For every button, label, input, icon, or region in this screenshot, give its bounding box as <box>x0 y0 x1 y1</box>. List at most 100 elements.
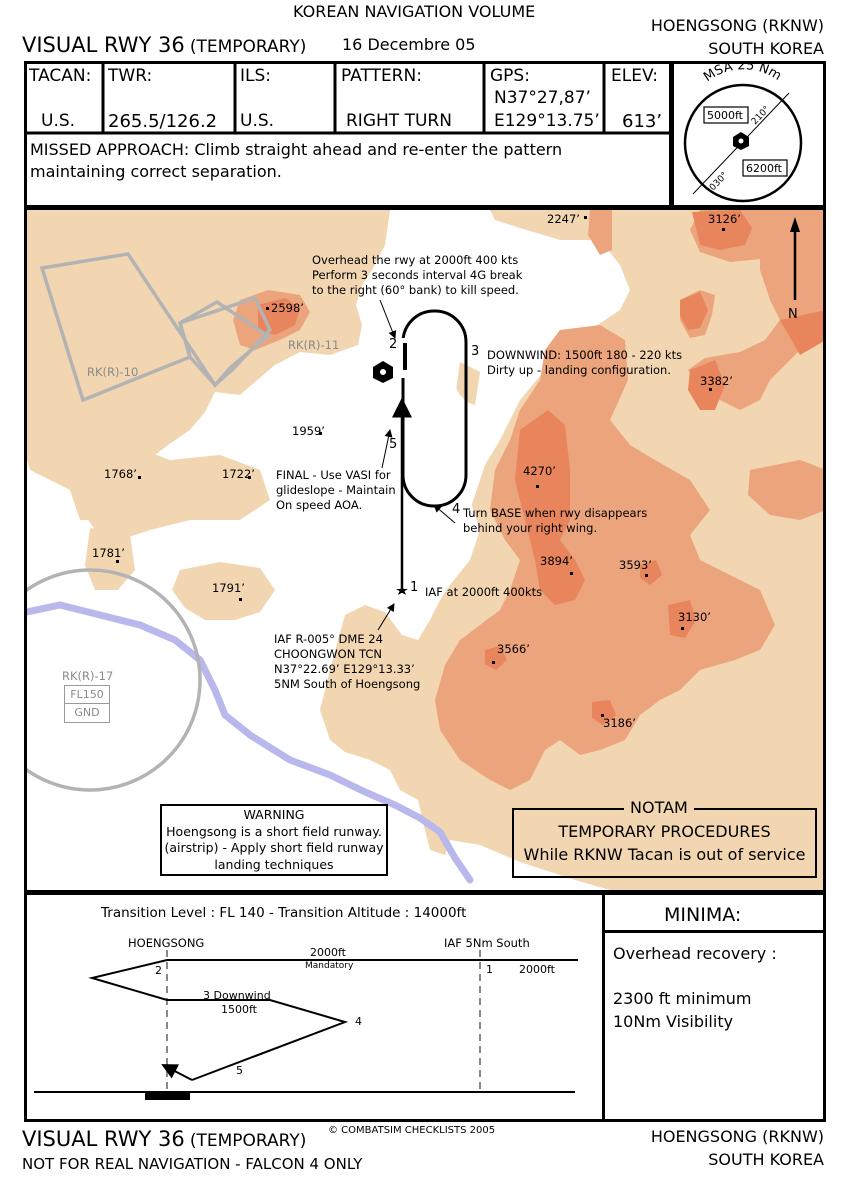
notam-box: TEMPORARY PROCEDURES While RKNW Tacan is… <box>512 808 817 878</box>
final-note: FINAL - Use VASI for glideslope - Mainta… <box>276 468 396 513</box>
point-5: 5 <box>389 437 398 452</box>
transition-info: Transition Level : FL 140 - Transition A… <box>101 905 467 921</box>
point-3: 3 <box>471 344 480 359</box>
profile-box <box>24 892 606 1122</box>
twr-label: TWR: <box>108 66 153 86</box>
overhead-note-line3: to the right (60° bank) to kill speed. <box>312 283 519 297</box>
elevation-label: 1791’ <box>212 581 245 595</box>
iaf-star-icon <box>396 585 408 595</box>
footer-title-main: VISUAL RWY 36 <box>22 1127 185 1151</box>
elevation-label: 1781’ <box>92 546 125 560</box>
base-callout-arrow <box>433 504 456 524</box>
elevation-label: 3130’ <box>678 610 711 624</box>
msa-alt-5000: 5000ft <box>707 109 744 122</box>
gps-longitude: E129°13.75’ <box>494 111 600 131</box>
profile-alt-1500: 1500ft <box>221 1003 257 1016</box>
profile-alt-2000-b: 2000ft <box>519 963 555 976</box>
ils-value: U.S. <box>240 111 275 131</box>
profile-alt-2000: 2000ft <box>310 946 346 959</box>
airspace-fl-bottom: GND <box>74 706 100 719</box>
overhead-note-line2: Perform 3 seconds interval 4G break <box>312 268 523 282</box>
point-4: 4 <box>452 502 461 517</box>
airspace-rk-r-10: RK(R)-10 <box>87 365 139 379</box>
map-frame <box>24 207 826 893</box>
iaf-definition: IAF R-005° DME 24 CHOONGWON TCN N37°22.6… <box>274 632 420 692</box>
profile-iaf: IAF 5Nm South <box>444 936 530 950</box>
elevation-label: 3894’ <box>540 554 573 568</box>
profile-point-1: 1 <box>486 963 493 976</box>
elevation-label: 3593’ <box>619 558 652 572</box>
profile-path <box>88 959 578 1081</box>
point-2: 2 <box>389 337 398 352</box>
warning-line3: landing techniques <box>214 856 334 872</box>
profile-downwind: 3 Downwind <box>203 989 271 1002</box>
warning-line2: (airstrip) - Apply short field runway <box>164 840 384 855</box>
north-label: N <box>788 307 798 322</box>
restricted-areas <box>27 252 273 792</box>
msa-alt-6200: 6200ft <box>746 162 783 175</box>
elevation-label: 1768’ <box>104 467 137 481</box>
profile-mandatory: Mandatory <box>305 961 354 971</box>
pattern-value: RIGHT TURN <box>346 111 452 131</box>
minima-visibility: 10Nm Visibility <box>613 1012 734 1031</box>
footer-country: SOUTH KOREA <box>708 1150 824 1169</box>
notam-line1: TEMPORARY PROCEDURES <box>558 822 771 841</box>
minima-divider <box>603 930 825 933</box>
point-1: 1 <box>410 580 419 595</box>
downwind-note: DOWNWIND: 1500ft 180 - 220 kts Dirty up … <box>487 348 682 378</box>
downwind-note-line1: DOWNWIND: 1500ft 180 - 220 kts <box>487 348 683 362</box>
base-note-line1: Turn BASE when rwy disappears <box>463 506 648 520</box>
iaf-def-line1: IAF R-005° DME 24 <box>274 632 383 646</box>
elevation-label: 4270’ <box>523 464 556 478</box>
minima-title: MINIMA: <box>664 904 742 926</box>
iaf-def-line3: N37°22.69’ E129°13.33’ <box>274 662 415 676</box>
elevation-label: 3126’ <box>708 212 741 226</box>
elevation-label: 3382’ <box>700 374 733 388</box>
elevation-label: 3186’ <box>603 716 636 730</box>
base-note-line2: behind your right wing. <box>463 521 598 535</box>
footer-title-suffix: (TEMPORARY) <box>189 1131 307 1151</box>
footer-airport: HOENGSONG (RKNW) <box>650 1127 824 1146</box>
profile-final-arrow <box>161 1064 193 1081</box>
elev-label: ELEV: <box>611 66 658 86</box>
chart-date: 16 Decembre 05 <box>342 35 476 54</box>
downwind-note-line2: Dirty up - landing configuration. <box>487 363 672 377</box>
final-note-line2: glideslope - Maintain <box>276 483 396 497</box>
airspace-rk-r-17: RK(R)-17 <box>62 669 114 683</box>
disclaimer: NOT FOR REAL NAVIGATION - FALCON 4 ONLY <box>22 1155 363 1173</box>
final-callout-arrow <box>381 429 393 469</box>
final-note-line1: FINAL - Use VASI for <box>276 468 391 482</box>
profile-hoengsong: HOENGSONG <box>128 936 205 950</box>
profile-runway <box>145 1092 190 1100</box>
base-note: Turn BASE when rwy disappears behind you… <box>463 506 647 536</box>
chart-title-main: VISUAL RWY 36 <box>22 33 185 57</box>
profile-point-4: 4 <box>355 1015 362 1028</box>
missed-approach: MISSED APPROACH: Climb straight ahead an… <box>30 140 563 181</box>
minima-altitude: 2300 ft minimum <box>613 989 752 1008</box>
elevation-dots <box>116 216 725 717</box>
elevation-label: 2247’ <box>547 212 580 226</box>
river <box>27 601 474 884</box>
country-name: SOUTH KOREA <box>708 39 824 58</box>
north-arrow-head <box>790 217 800 232</box>
tacan-label: TACAN: <box>29 66 92 86</box>
footer-title: VISUAL RWY 36 (TEMPORARY) <box>22 1127 306 1151</box>
volume-title: KOREAN NAVIGATION VOLUME <box>293 2 536 21</box>
profile-point-5: 5 <box>236 1064 243 1077</box>
minima-recovery: Overhead recovery : <box>613 944 777 963</box>
ils-label: ILS: <box>240 66 272 86</box>
tacan-value: U.S. <box>41 111 76 131</box>
warning-box: WARNING Hoengsong is a short field runwa… <box>160 804 388 876</box>
notam-line2: While RKNW Tacan is out of service <box>523 845 806 864</box>
airspace-rk-r-11: RK(R)-11 <box>288 338 340 352</box>
approach-map: N <box>27 210 823 890</box>
elevation-label: 1959’ <box>292 424 325 438</box>
elevation-label: 3566’ <box>497 642 530 656</box>
chart-title: VISUAL RWY 36 (TEMPORARY) <box>22 33 306 57</box>
rk-r-11-outline <box>177 295 273 388</box>
iaf-callout-arrow <box>377 603 395 631</box>
warning-line1: Hoengsong is a short field runway. <box>166 823 382 839</box>
profile-view <box>34 950 578 1100</box>
profile-point-2: 2 <box>155 964 162 977</box>
airspace-altitude-box: FL150 GND <box>64 685 110 723</box>
